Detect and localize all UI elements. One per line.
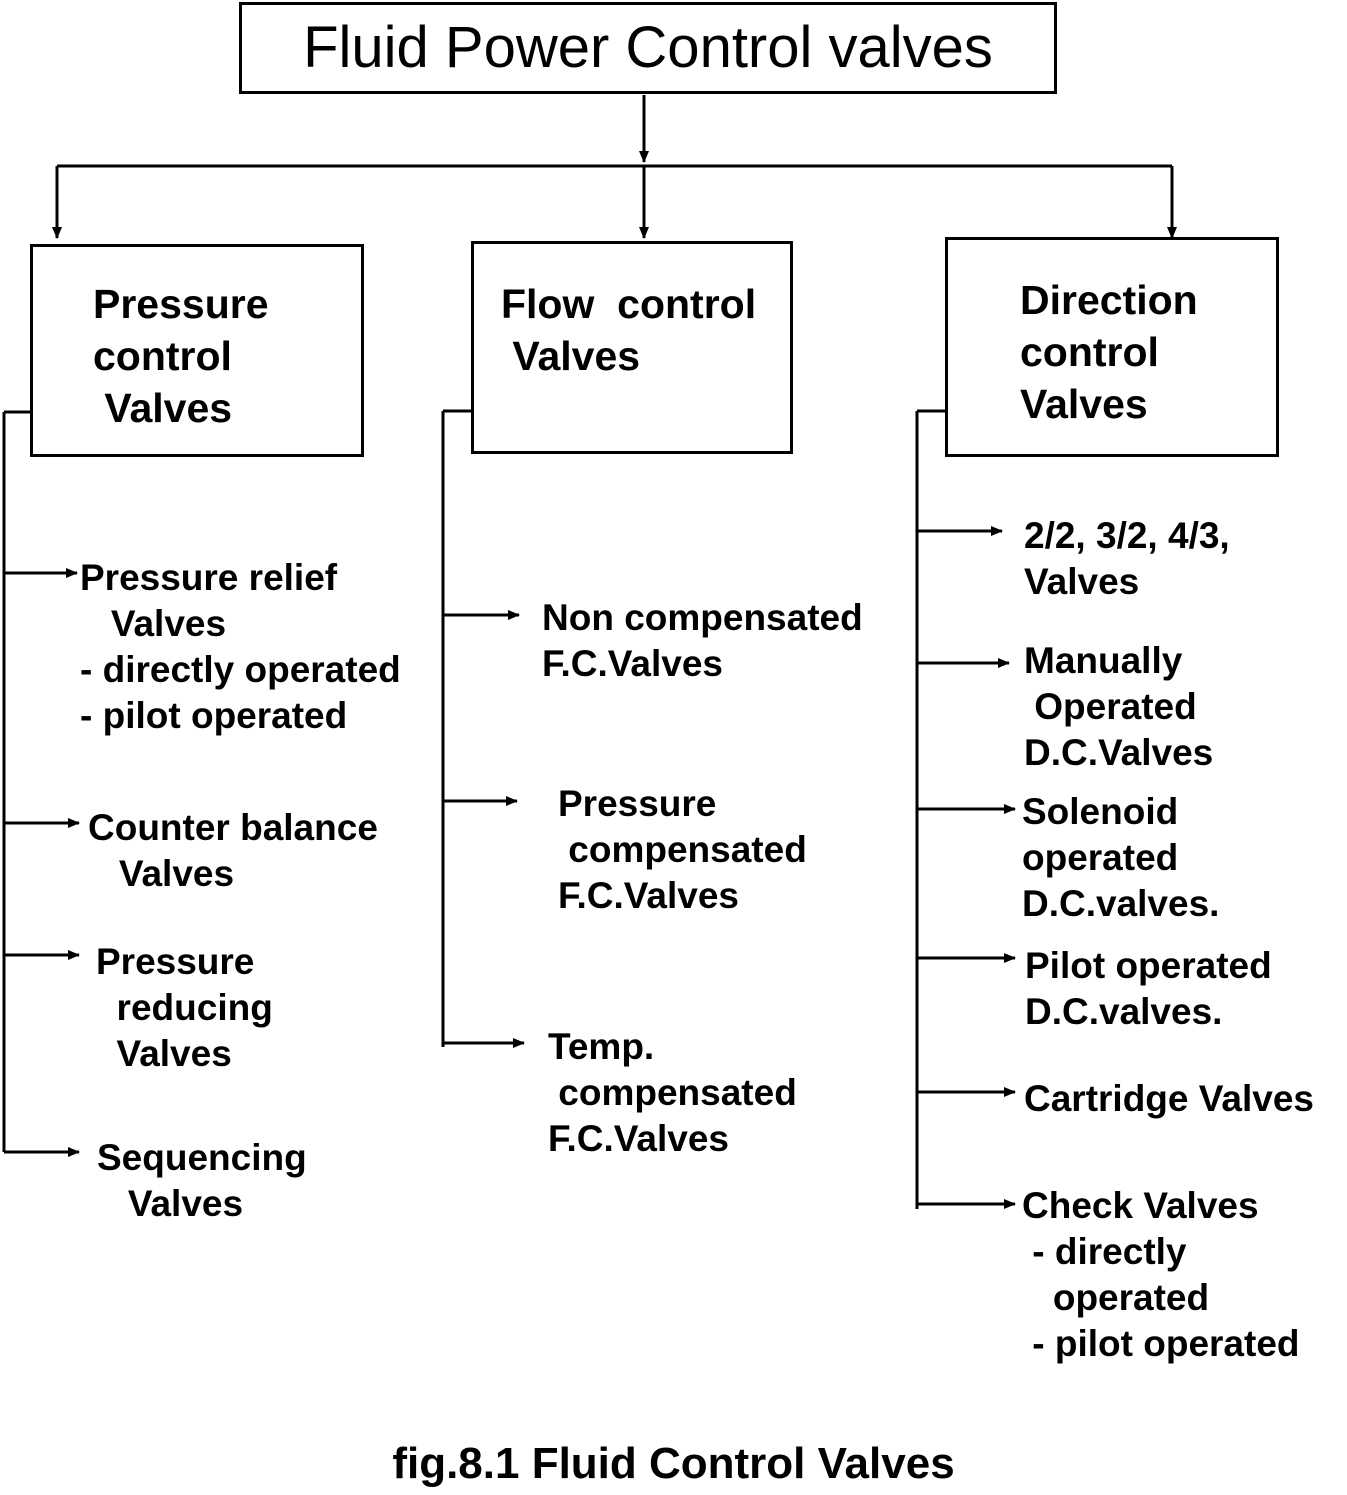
direction-item-solenoid: Solenoid operated D.C.valves. <box>1022 791 1220 924</box>
root-title-box: Fluid Power Control valves <box>239 2 1057 94</box>
flow-item-non-compensated: Non compensated F.C.Valves <box>542 597 863 684</box>
direction-item-cartridge: Cartridge Valves <box>1024 1078 1314 1119</box>
figure-caption: fig.8.1 Fluid Control Valves <box>392 1439 955 1488</box>
flow-control-box <box>471 241 793 454</box>
pressure-item-relief: Pressure relief Valves - directly operat… <box>80 557 401 736</box>
flow-item-pressure-compensated: Pressure compensated F.C.Valves <box>558 783 807 916</box>
pressure-item-reducing: Pressure reducing Valves <box>96 941 273 1074</box>
pressure-item-counter-balance: Counter balance Valves <box>88 807 378 894</box>
pressure-control-box <box>30 244 364 457</box>
direction-item-check: Check Valves - directly operated - pilot… <box>1022 1185 1300 1364</box>
direction-item-pilot: Pilot operated D.C.valves. <box>1025 945 1272 1032</box>
direction-item-manual: Manually Operated D.C.Valves <box>1024 640 1214 773</box>
direction-item-ways: 2/2, 3/2, 4/3, Valves <box>1024 515 1230 602</box>
flow-control-label: Flow control Valves <box>501 281 757 379</box>
pressure-item-sequencing: Sequencing Valves <box>97 1137 307 1224</box>
pressure-control-label: Pressure control Valves <box>93 281 269 431</box>
flow-item-temp-compensated: Temp. compensated F.C.Valves <box>548 1026 797 1159</box>
direction-control-box <box>945 237 1279 457</box>
direction-control-label: Direction control Valves <box>1020 277 1198 427</box>
